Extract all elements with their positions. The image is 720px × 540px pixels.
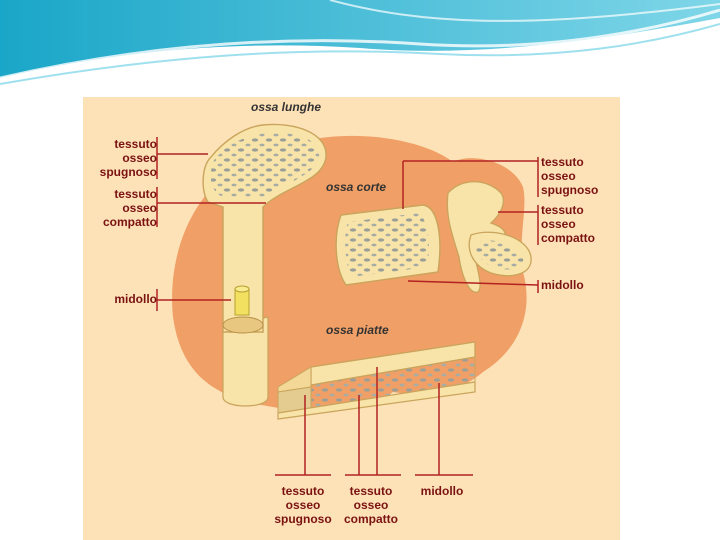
long-bone-leaders <box>156 137 266 311</box>
title-short-bones: ossa corte <box>326 180 387 194</box>
flat-bone-compact-label: tessuto osseo compatto <box>344 484 398 526</box>
short-bone-compact-label: tessuto osseo compatto <box>541 203 595 245</box>
flat-bone-spongy-label: tessuto osseo spugnoso <box>274 484 332 526</box>
slide-header-wave <box>0 0 720 85</box>
flat-bone-marrow-label: midollo <box>420 484 464 498</box>
bone-types-figure: ossa lunghe ossa corte ossa piatte tessu… <box>83 97 620 540</box>
long-bone <box>202 123 327 407</box>
short-bone-spongy-label: tessuto osseo spugnoso <box>541 155 599 197</box>
title-flat-bones: ossa piatte <box>326 323 389 337</box>
long-bone-spongy-label: tessuto osseo spugnoso <box>99 137 157 179</box>
vertebra <box>446 181 532 293</box>
short-bone-leaders <box>402 157 539 293</box>
title-long-bones: ossa lunghe <box>251 100 322 114</box>
short-bone <box>335 204 441 286</box>
short-bone-marrow-label: midollo <box>541 278 584 292</box>
long-bone-compact-label: tessuto osseo compatto <box>103 187 157 229</box>
flat-bone-leaders <box>275 367 473 476</box>
flat-bone <box>277 341 476 420</box>
long-bone-marrow-label: midollo <box>114 292 157 306</box>
bone-illustration <box>156 123 539 476</box>
